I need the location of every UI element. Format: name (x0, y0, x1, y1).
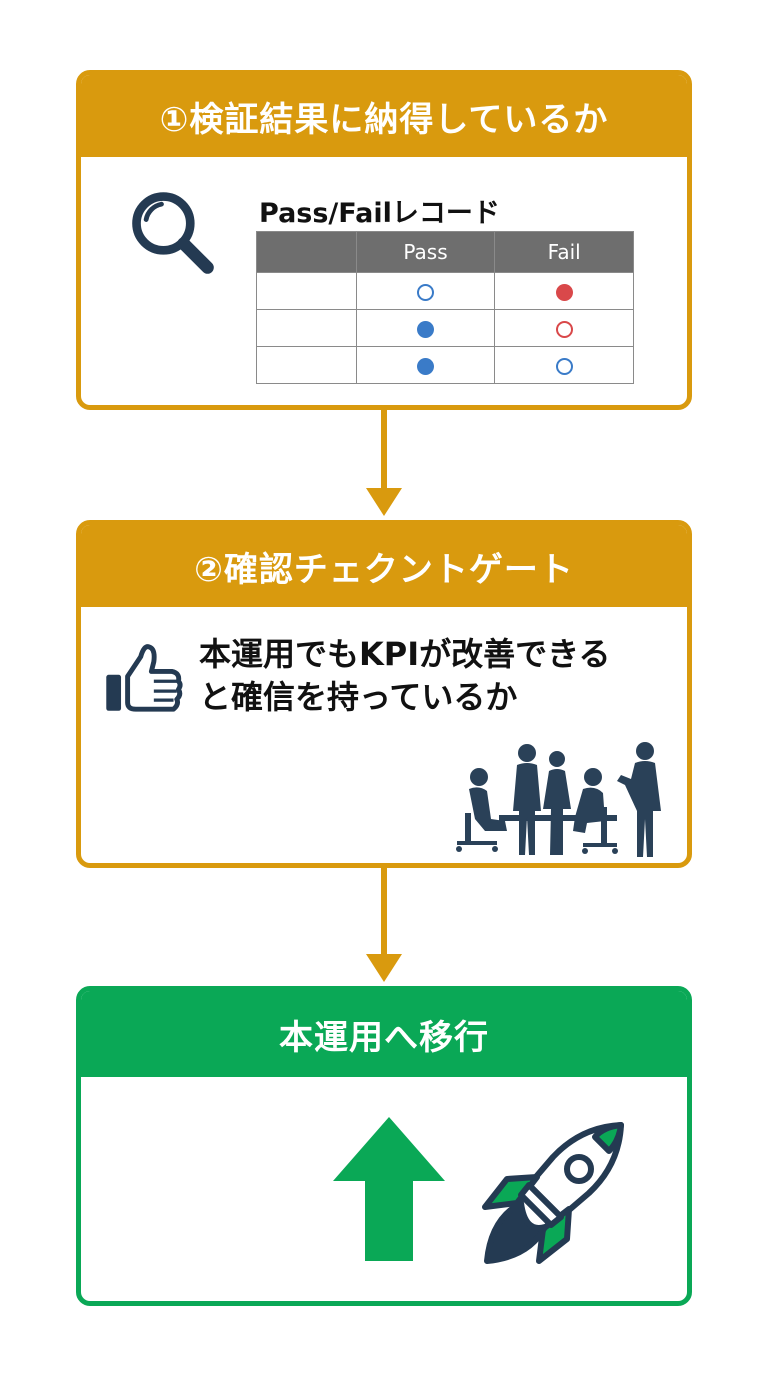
kpi-question: 本運用でもKPIが改善できる と確信を持っているか (199, 633, 679, 719)
table-cell-fail (494, 346, 634, 384)
table-cell-pass (355, 309, 496, 347)
fail-marker-open-blue (555, 357, 573, 375)
table-row (256, 272, 634, 310)
table-cell-pass (355, 272, 496, 310)
kpi-question-line-2: と確信を持っているか (199, 678, 518, 717)
confirmation-gate-header: ②確認チェクントゲート (81, 525, 687, 607)
down-arrow-connector-1 (366, 410, 402, 516)
verification-title: ①検証結果に納得しているか (159, 99, 609, 140)
table-body (256, 272, 634, 384)
table-row (256, 346, 634, 384)
pass-marker-filled-blue (417, 357, 435, 375)
rocket-icon (482, 1122, 624, 1264)
table-cell-label (256, 272, 357, 310)
fail-marker-filled-red (555, 283, 573, 301)
table-cell-fail (494, 272, 634, 310)
pass-fail-table: Pass Fail (256, 231, 634, 384)
kpi-question-line-1: 本運用でもKPIが改善できる (199, 635, 611, 673)
verification-card: ①検証結果に納得しているか Pass/Failレコード Pass Fail (76, 70, 692, 410)
table-cell-label (256, 346, 357, 384)
thumbs-up-icon (106, 644, 183, 712)
table-header-row: Pass Fail (256, 231, 634, 273)
table-header-pass: Pass (355, 231, 496, 273)
table-cell-label (256, 309, 357, 347)
pass-marker-filled-blue (417, 320, 435, 338)
down-arrow-connector-2 (366, 868, 402, 982)
production-card-header: 本運用へ移行 (81, 991, 687, 1077)
record-title: Pass/Failレコード (259, 198, 500, 229)
up-arrow-icon (333, 1117, 445, 1261)
team-meeting-illustration (456, 742, 661, 857)
production-card: 本運用へ移行 (76, 986, 692, 1306)
pass-marker-open-blue (417, 283, 435, 301)
table-header-fail: Fail (494, 231, 634, 273)
verification-card-header: ①検証結果に納得しているか (81, 75, 687, 157)
table-header-blank (256, 231, 357, 273)
production-title: 本運用へ移行 (279, 1017, 489, 1058)
table-cell-fail (494, 309, 634, 347)
table-cell-pass (355, 346, 496, 384)
confirmation-gate-card: ②確認チェクントゲート 本運用でもKPIが改善できる と確信を持っているか (76, 520, 692, 868)
fail-marker-open-red (555, 320, 573, 338)
magnifier-icon (132, 192, 214, 274)
table-row (256, 309, 634, 347)
confirmation-gate-title: ②確認チェクントゲート (194, 549, 574, 590)
